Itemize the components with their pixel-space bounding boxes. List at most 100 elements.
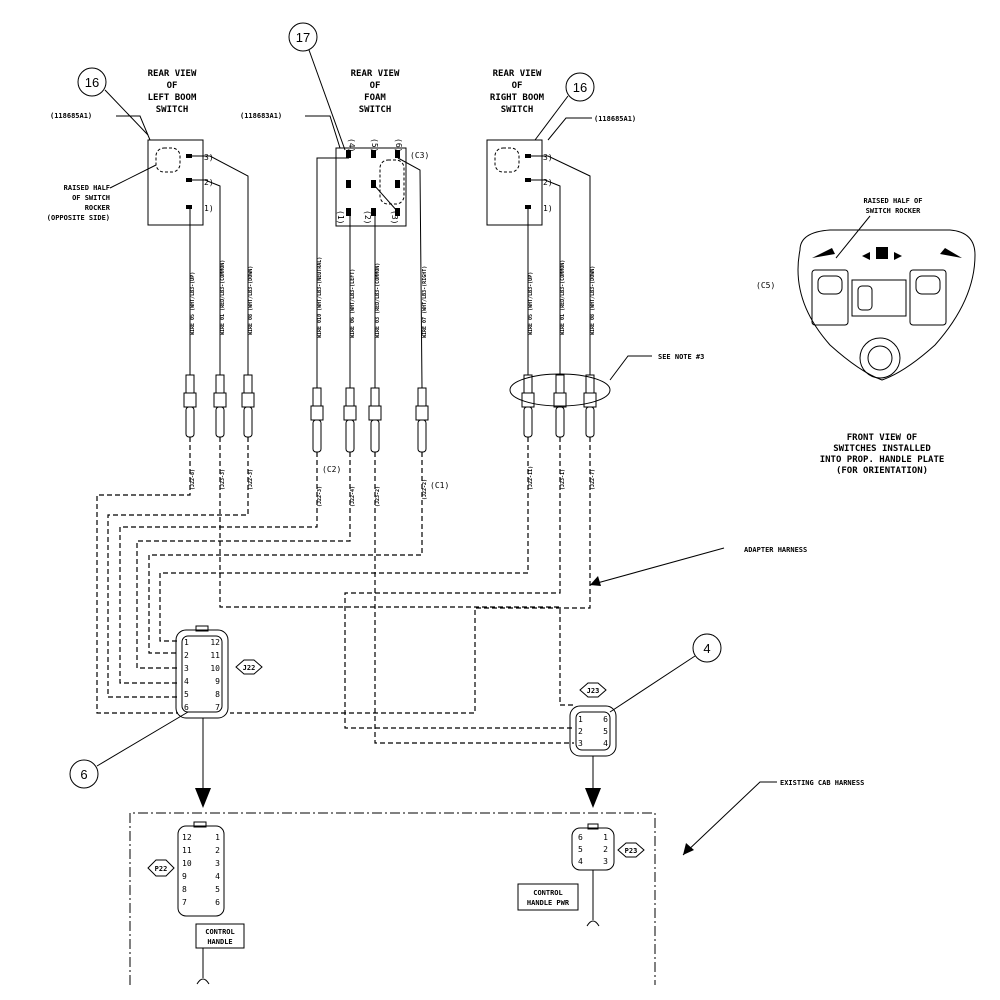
svg-text:3): 3) bbox=[543, 153, 553, 162]
svg-text:3: 3 bbox=[603, 857, 608, 866]
svg-text:INTO PROP. HANDLE PLATE: INTO PROP. HANDLE PLATE bbox=[820, 455, 945, 465]
svg-text:1): 1) bbox=[543, 204, 553, 213]
svg-text:J22: J22 bbox=[243, 664, 256, 672]
svg-text:WIRE 07 (WHT/LB3-(RIGHT): WIRE 07 (WHT/LB3-(RIGHT) bbox=[422, 266, 428, 338]
svg-text:WIRE 03 (RED/LB3-(COMMON): WIRE 03 (RED/LB3-(COMMON) bbox=[375, 263, 381, 338]
svg-text:SWITCH: SWITCH bbox=[501, 105, 534, 115]
svg-text:(118685A1): (118685A1) bbox=[594, 115, 636, 123]
right-boom-switch: REAR VIEW OF RIGHT BOOM SWITCH (118685A1… bbox=[486, 69, 636, 490]
svg-text:11: 11 bbox=[182, 846, 192, 855]
svg-text:12: 12 bbox=[210, 638, 220, 647]
svg-text:1: 1 bbox=[578, 715, 583, 724]
callout-6: 6 bbox=[69, 711, 189, 789]
see-note-3: SEE NOTE #3 bbox=[609, 353, 704, 381]
svg-text:(J23-3): (J23-3) bbox=[220, 469, 226, 490]
svg-text:WIRE 01 (RED/LB3-(COMMON): WIRE 01 (RED/LB3-(COMMON) bbox=[560, 260, 566, 335]
svg-text:(J22-7): (J22-7) bbox=[590, 469, 596, 490]
svg-text:HANDLE: HANDLE bbox=[207, 938, 232, 946]
svg-text:(C2): (C2) bbox=[322, 465, 341, 474]
svg-text:WIRE 010 (WHT/LB3-(NEUTRAL): WIRE 010 (WHT/LB3-(NEUTRAL) bbox=[317, 257, 323, 338]
svg-text:(FOR ORIENTATION): (FOR ORIENTATION) bbox=[836, 466, 928, 476]
svg-text:WIRE 08 (WHT/LB3-(DOWN): WIRE 08 (WHT/LB3-(DOWN) bbox=[590, 266, 596, 335]
svg-text:1: 1 bbox=[184, 638, 189, 647]
svg-text:4: 4 bbox=[703, 641, 710, 656]
terminal bbox=[183, 374, 197, 438]
svg-text:6: 6 bbox=[184, 703, 189, 712]
svg-text:11: 11 bbox=[210, 651, 220, 660]
adapter-harness-wires: ADAPTER HARNESS bbox=[96, 437, 807, 744]
svg-text:CONTROL: CONTROL bbox=[533, 889, 563, 897]
svg-text:(6): (6) bbox=[394, 138, 403, 152]
svg-text:(J22-8): (J22-8) bbox=[190, 469, 196, 490]
svg-text:P22: P22 bbox=[155, 865, 168, 873]
svg-text:8: 8 bbox=[215, 690, 220, 699]
terminal bbox=[583, 374, 597, 438]
svg-text:2: 2 bbox=[578, 727, 583, 736]
svg-text:2: 2 bbox=[603, 845, 608, 854]
svg-text:RAISED HALF OF: RAISED HALF OF bbox=[863, 197, 922, 205]
svg-text:6: 6 bbox=[603, 715, 608, 724]
svg-text:5: 5 bbox=[184, 690, 189, 699]
svg-text:OF: OF bbox=[370, 81, 381, 91]
svg-text:REAR VIEW: REAR VIEW bbox=[148, 69, 197, 79]
svg-text:6: 6 bbox=[578, 833, 583, 842]
connector-p22: P22 12 11 10 9 8 7 1 2 3 4 5 6 CONTROL H… bbox=[147, 821, 245, 985]
svg-text:2): 2) bbox=[543, 178, 553, 187]
svg-text:(OPPOSITE SIDE): (OPPOSITE SIDE) bbox=[47, 214, 110, 222]
svg-text:OF SWITCH: OF SWITCH bbox=[72, 194, 110, 202]
svg-text:(J22-2): (J22-2) bbox=[422, 479, 428, 500]
svg-text:WIRE 01 (RED/LB3-(COMMON): WIRE 01 (RED/LB3-(COMMON) bbox=[220, 260, 226, 335]
left-boom-switch: REAR VIEW OF LEFT BOOM SWITCH (118685A1)… bbox=[47, 69, 255, 490]
svg-text:(J23-2): (J23-2) bbox=[375, 486, 381, 507]
svg-text:WIRE 08 (WHT/LB3-(DOWN): WIRE 08 (WHT/LB3-(DOWN) bbox=[248, 266, 254, 335]
svg-text:2: 2 bbox=[215, 846, 220, 855]
svg-text:12: 12 bbox=[182, 833, 192, 842]
svg-text:P23: P23 bbox=[625, 847, 638, 855]
svg-text:EXISTING CAB HARNESS: EXISTING CAB HARNESS bbox=[780, 779, 864, 787]
svg-text:(4): (4) bbox=[347, 138, 356, 152]
svg-text:(118685A1): (118685A1) bbox=[50, 112, 92, 120]
svg-text:(2): (2) bbox=[363, 210, 372, 224]
svg-text:4: 4 bbox=[578, 857, 583, 866]
svg-text:WIRE 05 (WHT/LB3-(UP): WIRE 05 (WHT/LB3-(UP) bbox=[190, 272, 196, 335]
svg-text:10: 10 bbox=[210, 664, 220, 673]
svg-text:(C1): (C1) bbox=[430, 481, 449, 490]
foam-switch: REAR VIEW OF FOAM SWITCH (118683A1) (4) … bbox=[240, 69, 449, 507]
svg-text:7: 7 bbox=[215, 703, 220, 712]
svg-text:(118683A1): (118683A1) bbox=[240, 112, 282, 120]
svg-text:WIRE 05 (WHT/LB3-(UP): WIRE 05 (WHT/LB3-(UP) bbox=[528, 272, 534, 335]
svg-text:OF: OF bbox=[167, 81, 178, 91]
connector-p23: 6 5 4 1 2 3 P23 CONTROL HANDLE PWR bbox=[517, 823, 645, 927]
svg-text:(J22-3): (J22-3) bbox=[248, 469, 254, 490]
svg-text:2): 2) bbox=[204, 178, 214, 187]
svg-text:SWITCH: SWITCH bbox=[359, 105, 392, 115]
svg-text:(J22-3): (J22-3) bbox=[317, 486, 323, 507]
svg-text:4: 4 bbox=[215, 872, 220, 881]
svg-text:17: 17 bbox=[296, 30, 310, 45]
svg-text:(1): (1) bbox=[336, 210, 345, 224]
terminal bbox=[343, 387, 357, 453]
svg-text:ADAPTER HARNESS: ADAPTER HARNESS bbox=[744, 546, 807, 554]
svg-text:9: 9 bbox=[182, 872, 187, 881]
svg-text:3: 3 bbox=[215, 859, 220, 868]
svg-text:(J22-4): (J22-4) bbox=[350, 486, 356, 507]
existing-cab-harness: EXISTING CAB HARNESS bbox=[129, 779, 864, 985]
terminal bbox=[310, 387, 324, 453]
svg-text:5: 5 bbox=[578, 845, 583, 854]
svg-text:WIRE 06 (WHT/LB3-(LEFT): WIRE 06 (WHT/LB3-(LEFT) bbox=[350, 269, 356, 338]
svg-text:(C5): (C5) bbox=[756, 281, 775, 290]
svg-text:1: 1 bbox=[215, 833, 220, 842]
svg-text:(C3): (C3) bbox=[410, 151, 429, 160]
svg-text:3: 3 bbox=[578, 739, 583, 748]
svg-text:16: 16 bbox=[573, 80, 587, 95]
svg-text:SEE NOTE #3: SEE NOTE #3 bbox=[658, 353, 704, 361]
callout-4: 4 bbox=[609, 633, 722, 713]
svg-text:10: 10 bbox=[182, 859, 192, 868]
svg-text:REAR VIEW: REAR VIEW bbox=[351, 69, 400, 79]
svg-text:2: 2 bbox=[184, 651, 189, 660]
svg-text:SWITCH ROCKER: SWITCH ROCKER bbox=[866, 207, 922, 215]
svg-text:1): 1) bbox=[204, 204, 214, 213]
svg-text:CONTROL: CONTROL bbox=[205, 928, 235, 936]
svg-text:FRONT VIEW OF: FRONT VIEW OF bbox=[847, 433, 917, 443]
connector-j22: 1 2 3 4 5 6 12 11 10 9 8 7 J22 bbox=[175, 625, 263, 808]
